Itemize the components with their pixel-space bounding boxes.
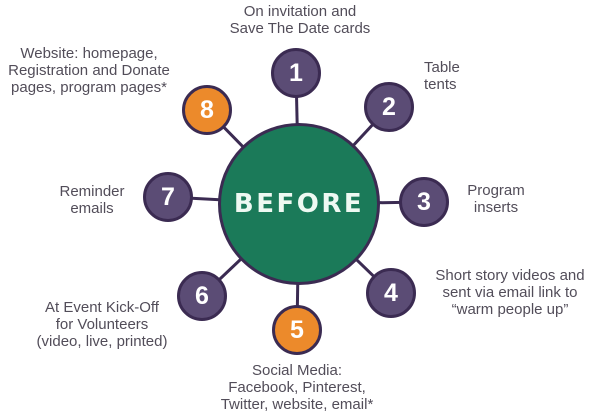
node-number-1: 1 — [289, 58, 303, 87]
node-number-6: 6 — [195, 281, 209, 310]
node-number-2: 2 — [382, 92, 396, 121]
node-number-7: 7 — [161, 182, 175, 211]
node-circle-4: 4 — [366, 268, 416, 318]
node-label-4: Short story videos and sent via email li… — [435, 267, 585, 318]
center-label: BEFORE — [233, 189, 365, 219]
node-number-8: 8 — [200, 95, 214, 124]
node-label-1: On invitation and Save The Date cards — [229, 3, 371, 37]
node-label-5: Social Media: Facebook, Pinterest, Twitt… — [220, 362, 374, 413]
node-label-7: Reminder emails — [59, 183, 125, 217]
center-circle-before: BEFORE — [218, 123, 380, 285]
node-number-5: 5 — [290, 315, 304, 344]
node-label-3: Program inserts — [467, 182, 525, 216]
node-number-3: 3 — [417, 187, 431, 216]
node-circle-3: 3 — [399, 177, 449, 227]
node-circle-2: 2 — [364, 82, 414, 132]
node-label-6: At Event Kick-Off for Volunteers (video,… — [36, 299, 168, 350]
node-number-4: 4 — [384, 278, 398, 307]
node-label-8: Website: homepage, Registration and Dona… — [8, 45, 170, 96]
node-circle-6: 6 — [177, 271, 227, 321]
node-circle-7: 7 — [143, 172, 193, 222]
node-circle-8: 8 — [182, 85, 232, 135]
node-label-2: Table tents — [424, 59, 460, 93]
node-circle-1: 1 — [271, 48, 321, 98]
node-circle-5: 5 — [272, 305, 322, 355]
